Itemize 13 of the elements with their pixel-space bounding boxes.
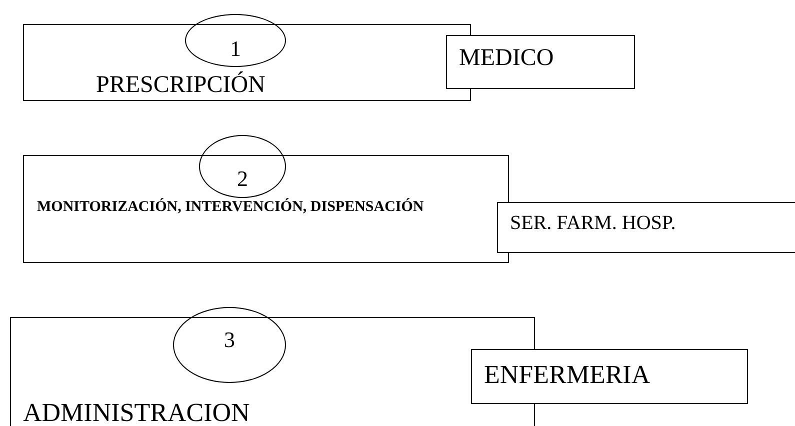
role-label: ENFERMERIA bbox=[484, 361, 650, 388]
role-box bbox=[446, 35, 635, 89]
role-box bbox=[497, 202, 795, 253]
step-number: 3 bbox=[223, 328, 236, 352]
process-box bbox=[23, 155, 509, 263]
role-label: SER. FARM. HOSP. bbox=[510, 213, 676, 234]
role-label: MEDICO bbox=[459, 46, 554, 72]
role-box bbox=[471, 349, 748, 404]
step-number: 2 bbox=[236, 167, 249, 190]
step-number: 1 bbox=[229, 37, 242, 60]
step-label: PRESCRIPCIÓN bbox=[96, 73, 266, 98]
step-label: MONITORIZACIÓN, INTERVENCIÓN, DISPENSACIÓN bbox=[37, 200, 425, 216]
step-label: ADMINISTRACION bbox=[23, 399, 250, 426]
